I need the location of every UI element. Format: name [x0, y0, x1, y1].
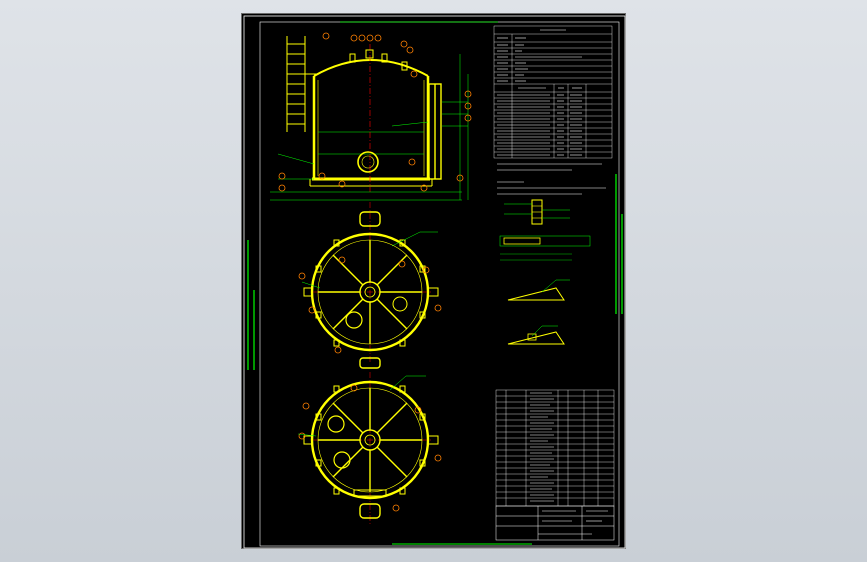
ladder	[286, 36, 317, 132]
vessel-shell	[309, 59, 433, 187]
drawing-frame	[243, 15, 626, 549]
plan-view-top	[298, 202, 442, 369]
elevation-dimensions	[270, 54, 469, 201]
title-block-text	[538, 510, 608, 535]
plan-view-bottom	[297, 372, 442, 526]
drawing-sheet	[241, 13, 626, 549]
cad-drawing	[243, 15, 626, 549]
detail-sketches	[499, 199, 591, 345]
right-cage	[428, 83, 442, 180]
spec-table	[493, 25, 613, 159]
parts-list-text	[530, 392, 554, 502]
manhole	[357, 151, 379, 173]
elevation-callouts	[278, 32, 472, 192]
parts-list	[495, 389, 615, 507]
spec-table-text	[497, 29, 606, 195]
elevation-view	[270, 32, 472, 201]
title-block	[495, 505, 615, 541]
top-nozzles	[349, 49, 408, 71]
